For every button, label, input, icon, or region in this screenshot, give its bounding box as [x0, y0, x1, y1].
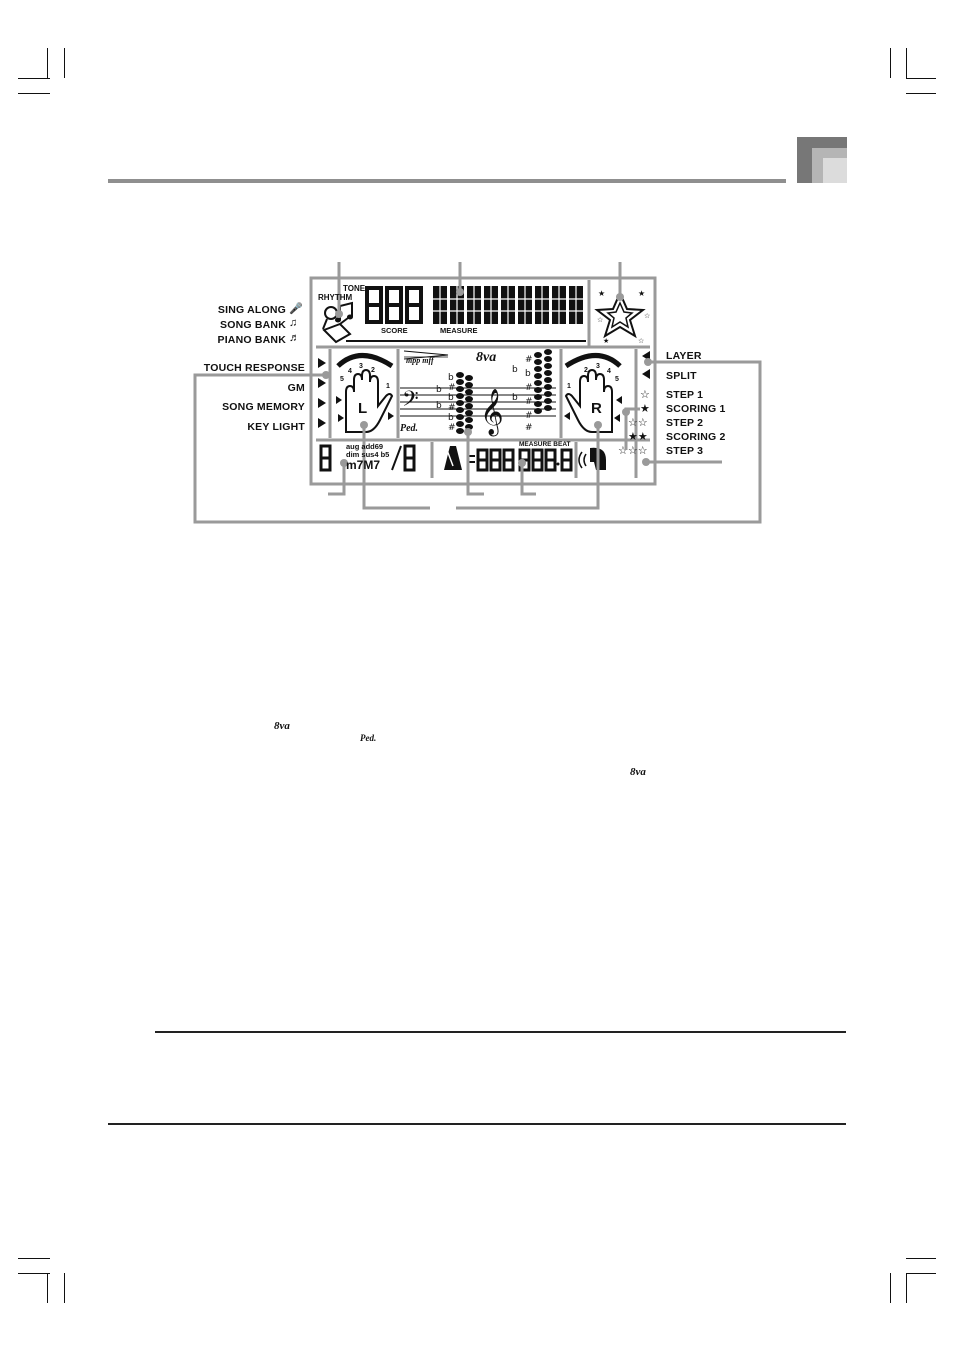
dynamics-label: mpp mff: [406, 356, 434, 365]
right-finger-1: 1: [567, 383, 571, 390]
svg-text:b: b: [512, 365, 518, 375]
chord-aug-add69: aug add69: [346, 442, 384, 451]
svg-text:#: #: [448, 403, 456, 413]
note-column-right: [534, 349, 552, 414]
chord-digit-left: [319, 444, 332, 472]
svg-text:★: ★: [638, 289, 645, 298]
label-layer: LAYER: [666, 350, 702, 362]
svg-text:★: ★: [598, 289, 605, 298]
measure-beat-label: MEASURE BEAT: [519, 441, 571, 448]
measure-label: MEASURE: [440, 326, 478, 335]
scoring-stars: ☆ ★ ☆☆ ★★ ☆☆☆: [618, 388, 650, 457]
right-finger-4: 4: [607, 368, 611, 375]
right-hand-arrows: [564, 396, 622, 422]
label-sing-along: SING ALONG: [217, 304, 286, 316]
footer-rule: [108, 1123, 846, 1125]
treble-clef-icon: 𝄞: [480, 389, 504, 437]
right-hand-icon: [564, 353, 622, 433]
left-hand-icon: [336, 353, 394, 433]
svg-text:★★: ★★: [628, 430, 648, 443]
chord-dim-sus4: dim sus4 b5: [346, 450, 390, 459]
label-touch-response: TOUCH RESPONSE: [203, 362, 305, 374]
svg-text:☆: ☆: [640, 388, 650, 401]
chord-digit-right: [403, 444, 416, 472]
inline-pedal: Ped.: [360, 733, 377, 743]
microphone-icon: 🎤: [289, 303, 303, 315]
svg-text:★: ★: [640, 402, 650, 415]
left-finger-2: 2: [371, 367, 375, 374]
note-rule: [155, 1031, 846, 1033]
right-finger-5: 5: [615, 376, 619, 383]
label-step-2: STEP 2: [666, 417, 704, 429]
label-scoring-1: SCORING 1: [666, 403, 726, 415]
svg-text:b: b: [448, 413, 454, 423]
music-staff: [400, 387, 556, 417]
label-scoring-2: SCORING 2: [666, 431, 726, 443]
label-song-memory: SONG MEMORY: [222, 401, 305, 413]
svg-text:#: #: [448, 423, 456, 433]
svg-text:#: #: [525, 355, 533, 365]
callout-lines: [193, 262, 762, 524]
left-hand-arrows: [336, 396, 394, 422]
right-hand-letter: R: [591, 400, 602, 417]
svg-text:b: b: [448, 393, 454, 403]
left-finger-1: 1: [386, 383, 390, 390]
inline-octave-2: 8va: [630, 766, 646, 778]
song-bank-icon: ♫: [289, 317, 298, 329]
note-column-left: [456, 372, 473, 434]
svg-text:☆: ☆: [638, 337, 644, 345]
left-finger-4: 4: [348, 368, 352, 375]
lcd-display-diagram: ★ ★ ☆ ☆ ★ ☆: [193, 262, 762, 524]
star-icon: ★ ★ ☆ ☆ ★ ☆: [594, 289, 650, 345]
left-finger-5: 5: [340, 376, 344, 383]
svg-text:☆☆☆: ☆☆☆: [618, 444, 648, 457]
accidentals: b#b #b# bb #b# ### bb: [436, 355, 533, 433]
piano-bank-icon: [322, 317, 352, 344]
label-step-1: STEP 1: [666, 389, 704, 401]
svg-text:#: #: [525, 397, 533, 407]
score-label: SCORE: [381, 326, 408, 335]
inline-octave-1: 8va: [274, 720, 290, 732]
rhythm-label: RHYTHM: [318, 293, 353, 302]
right-finger-3: 3: [596, 363, 600, 370]
octave-label: 8va: [476, 350, 497, 365]
main-digits: [365, 286, 423, 324]
bass-clef-icon: 𝄢: [402, 387, 419, 417]
right-finger-2: 2: [584, 367, 588, 374]
svg-text:#: #: [525, 411, 533, 421]
voice-icon: [578, 447, 606, 470]
svg-text:#: #: [448, 383, 456, 393]
label-split: SPLIT: [666, 370, 697, 382]
svg-text:b: b: [448, 373, 454, 383]
header-rule: [108, 179, 786, 183]
svg-text:b: b: [525, 369, 531, 379]
label-piano-bank: PIANO BANK: [217, 334, 286, 346]
chord-m7M7: m7M7: [346, 458, 381, 472]
label-song-bank: SONG BANK: [220, 319, 286, 331]
left-finger-3: 3: [359, 363, 363, 370]
left-indicators: [318, 358, 326, 428]
label-key-light: KEY LIGHT: [247, 421, 305, 433]
svg-text:b: b: [512, 393, 518, 403]
svg-text:☆: ☆: [644, 312, 650, 320]
piano-bank-icon: ♬: [289, 332, 300, 344]
label-gm: GM: [287, 382, 305, 394]
svg-text:★: ★: [603, 337, 609, 345]
metronome-icon: [444, 446, 462, 470]
left-hand-letter: L: [358, 400, 368, 417]
svg-text:b: b: [436, 401, 442, 411]
svg-text:☆: ☆: [597, 316, 603, 324]
svg-text:#: #: [525, 383, 533, 393]
svg-text:b: b: [436, 385, 442, 395]
label-step-3: STEP 3: [666, 445, 704, 457]
svg-text:#: #: [525, 423, 533, 433]
tone-label: TONE: [343, 284, 366, 293]
pedal-label: Ped.: [400, 423, 419, 434]
svg-text:☆☆: ☆☆: [628, 416, 648, 429]
